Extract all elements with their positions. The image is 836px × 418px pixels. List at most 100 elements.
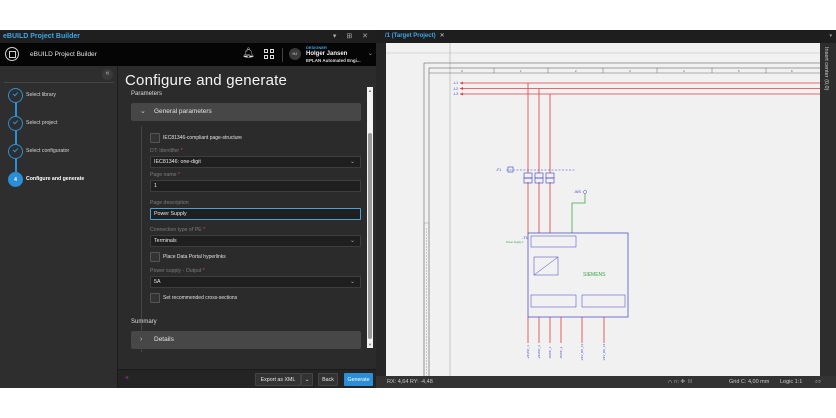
chevron-down-icon: ⌄	[349, 279, 355, 285]
svg-text:-0VDC_1: -0VDC_1	[548, 346, 552, 359]
panel-titlebar: eBUILD Project Builder ▾ ⊞ ✕	[0, 30, 376, 43]
window-controls[interactable]: ▾ ⊞ ✕	[332, 33, 372, 40]
svg-text:5: 5	[738, 69, 740, 73]
page-title: Configure and generate	[125, 72, 288, 89]
user-org: EPLAN Automated Engi...	[306, 58, 361, 63]
close-icon[interactable]: ✕	[439, 33, 445, 39]
page-name-input[interactable]: 1	[150, 180, 361, 192]
schematic-panel: /1 (Target Project)✕ ▾ 0 1 2 3 4 5 6	[376, 30, 836, 388]
svg-text:1: 1	[520, 69, 522, 73]
step-done-icon	[8, 116, 23, 131]
snap-magnet-icon[interactable]: ∩ ∩: ✛ ⦙⦙⦙	[668, 379, 692, 385]
app-root: eBUILD Project Builder ▾ ⊞ ✕ eBUILD Proj…	[0, 30, 836, 388]
form-footer: ✦ Export as XML ⌄ Back Generate	[118, 369, 376, 388]
side-tab-label: Insert center (0,0)	[823, 47, 829, 91]
wizard-step-configure-generate[interactable]: 4 Configure and generate	[8, 172, 116, 188]
chevron-right-icon: ›	[140, 336, 143, 343]
step-label: Select configurator	[26, 148, 70, 154]
step-label: Select project	[26, 120, 58, 126]
page-name-label: Page name *	[150, 172, 181, 178]
notification-bell-icon[interactable]: 🔔︎	[242, 48, 255, 59]
checkbox-label: Set recommended cross-sections	[163, 295, 238, 301]
checkbox-label: Place Data Portal hyperlinks	[163, 254, 226, 260]
wizard-sidebar: « Select library Select project Select c…	[0, 66, 118, 388]
chevron-down-icon: ⌄	[140, 108, 146, 115]
header-divider	[282, 48, 283, 62]
chevron-down-icon: ⌄	[349, 159, 355, 165]
dt-identifier-label: DT: Identifier *	[150, 148, 183, 154]
step-number-badge: 4	[8, 172, 23, 187]
iec-compliant-checkbox[interactable]	[150, 133, 160, 143]
svg-text:4: 4	[683, 69, 685, 73]
wizard-step-select-project[interactable]: Select project	[8, 116, 116, 132]
data-portal-checkbox[interactable]	[150, 252, 160, 262]
grid-size[interactable]: Grid C: 4,00 mm	[729, 379, 770, 385]
assistant-icon[interactable]: ✦	[124, 375, 130, 382]
svg-text:-WS: -WS	[574, 190, 581, 194]
parameters-heading: Parameters	[131, 91, 163, 97]
accordion-title: General parameters	[154, 108, 212, 115]
step-done-icon	[8, 144, 23, 159]
scrollbar-thumb[interactable]	[368, 133, 372, 339]
tab-menu-chevron-icon[interactable]: ▾	[829, 33, 832, 39]
power-output-select[interactable]: 5A⌄	[150, 276, 361, 288]
export-xml-button[interactable]: Export as XML	[255, 373, 301, 386]
svg-text:2: 2	[575, 69, 577, 73]
app-title: eBUILD Project Builder	[30, 51, 97, 58]
collapse-sidebar-button[interactable]: «	[102, 69, 113, 80]
svg-text:0: 0	[461, 69, 463, 73]
svg-text:-24VDC_2: -24VDC_2	[537, 345, 541, 359]
page-description-label: Page description	[150, 200, 189, 206]
project-builder-panel: eBUILD Project Builder ▾ ⊞ ✕ eBUILD Proj…	[0, 30, 376, 388]
svg-text:-L3: -L3	[453, 92, 458, 96]
wizard-step-select-library[interactable]: Select library	[8, 88, 116, 104]
zoom-icon[interactable]: ⌕⌕	[815, 379, 822, 385]
document-tabbar: /1 (Target Project)✕ ▾	[376, 30, 836, 43]
tab-target-project[interactable]: /1 (Target Project)✕	[385, 33, 445, 39]
app-header: eBUILD Project Builder 🔔︎ HJ DESIGNER Ho…	[0, 43, 376, 66]
scroll-down-icon[interactable]: ▼	[368, 342, 372, 347]
svg-text:-F1: -F1	[496, 168, 501, 172]
svg-text:-0VDC_2: -0VDC_2	[559, 346, 563, 359]
user-name: Holger Jansen	[306, 51, 348, 57]
svg-text:-24VDC_1: -24VDC_1	[526, 345, 530, 359]
cross-sections-checkbox[interactable]	[150, 293, 160, 303]
pe-connection-select[interactable]: Terminals⌄	[150, 235, 361, 247]
svg-text:-T1: -T1	[522, 235, 529, 240]
svg-text:6: 6	[791, 69, 793, 73]
app-logo-icon	[5, 47, 19, 61]
app-grid-icon[interactable]	[264, 49, 274, 59]
wizard-step-select-configurator[interactable]: Select configurator	[8, 144, 116, 160]
svg-text:-24V_DC_13: -24V_DC_13	[580, 343, 584, 361]
page-description-input[interactable]: Power Supply	[150, 208, 361, 220]
dt-identifier-select[interactable]: IEC81346: one-digit⌄	[150, 156, 361, 168]
generate-button[interactable]: Generate	[344, 373, 373, 386]
scroll-up-icon[interactable]: ▲	[368, 88, 372, 93]
details-accordion[interactable]: › Details	[131, 331, 361, 349]
back-button[interactable]: Back	[318, 373, 338, 386]
chevron-down-icon: ⌄	[349, 238, 355, 244]
svg-text:-24V_DC_14: -24V_DC_14	[602, 343, 606, 361]
status-bar: RX: 4,64 RY: -4,48 ∩ ∩: ✛ ⦙⦙⦙ Grid C: 4,…	[376, 376, 836, 388]
checkbox-label: IEC81346-compliant page-structure	[163, 135, 242, 141]
pe-connection-label: Connection type of PE *	[150, 227, 206, 233]
form-scrollbar[interactable]: ▲ ▼	[367, 87, 373, 348]
tree-guide-line	[141, 126, 142, 352]
insert-center-side-tab[interactable]: Insert center (0,0)	[820, 43, 836, 376]
step-label: Configure and generate	[26, 176, 85, 182]
general-parameters-accordion[interactable]: ⌄ General parameters	[131, 103, 361, 121]
export-options-chevron-icon[interactable]: ⌄	[301, 373, 313, 386]
configure-form: Configure and generate Parameters ⌄ Gene…	[118, 66, 376, 388]
step-label: Select library	[26, 92, 56, 98]
svg-text:3: 3	[629, 69, 631, 73]
svg-text:SIEMENS: SIEMENS	[583, 272, 606, 278]
accordion-title: Details	[154, 336, 174, 343]
user-menu-chevron-icon[interactable]: ⌄	[368, 51, 374, 57]
logic-scale[interactable]: Logic 1:1	[780, 379, 803, 385]
step-connector-line	[15, 96, 17, 180]
user-role: DESIGNER	[306, 45, 327, 50]
avatar[interactable]: HJ	[289, 48, 301, 60]
svg-text:-L2: -L2	[453, 87, 458, 91]
